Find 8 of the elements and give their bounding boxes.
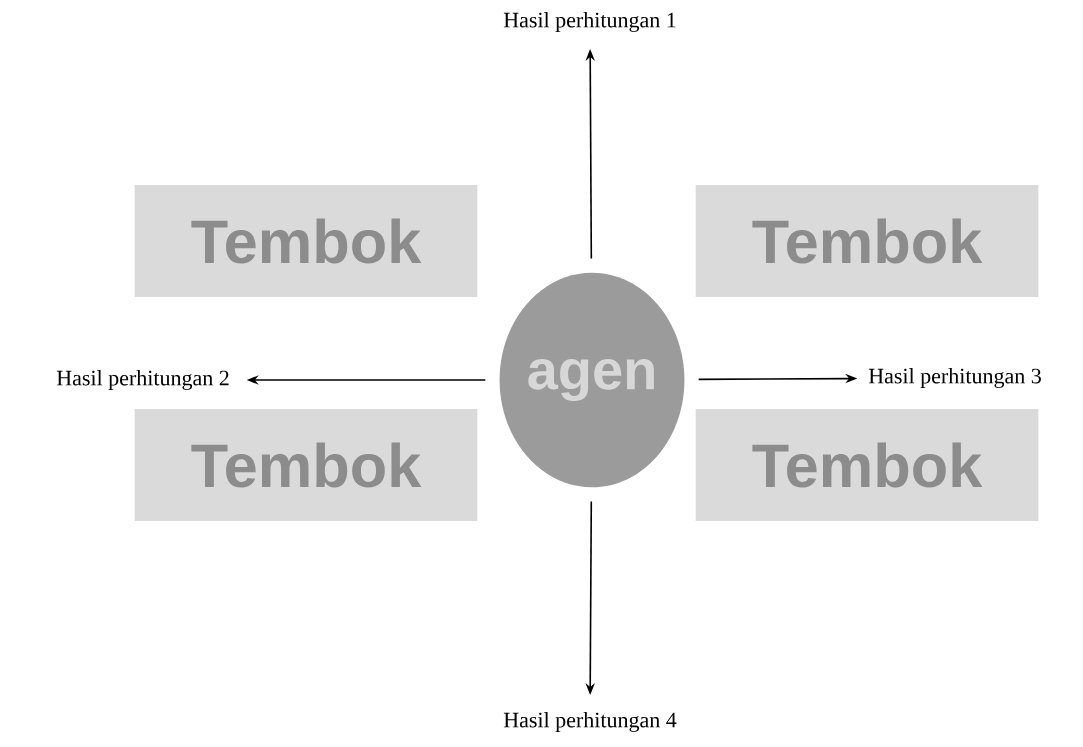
result-label: Hasil perhitungan 1 <box>503 12 676 32</box>
wall-box: Tembok <box>695 409 1039 521</box>
wall-box: Tembok <box>134 185 478 297</box>
result-label: Hasil perhitungan 4 <box>503 712 677 732</box>
result-label: Hasil perhitungan 2 <box>56 370 229 390</box>
result-label: Hasil perhitungan 3 <box>868 368 1041 388</box>
wall-box: Tembok <box>134 409 478 521</box>
wall-box: Tembok <box>695 185 1039 297</box>
